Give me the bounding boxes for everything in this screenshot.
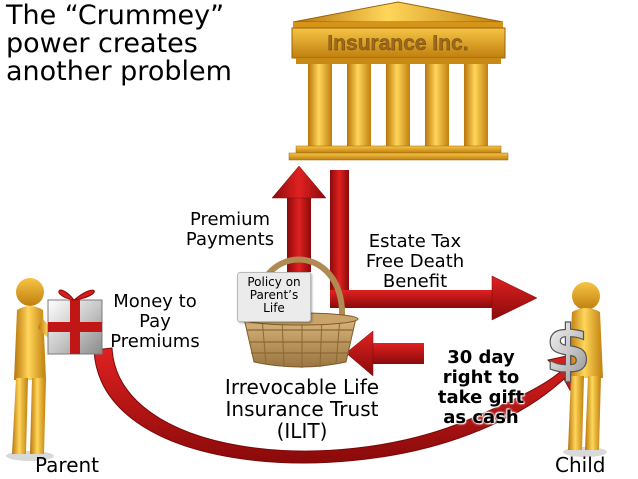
money-to-pay-label: Money to Pay Premiums — [110, 291, 200, 352]
gift-box-icon — [47, 289, 103, 355]
svg-text:$: $ — [545, 311, 591, 388]
parent-figure — [6, 278, 60, 461]
death-benefit-arrow — [330, 170, 538, 321]
premium-payments-label: Premium Payments — [185, 209, 275, 250]
child-label: Child — [555, 453, 606, 477]
title-line-2: power creates — [6, 28, 198, 59]
policy-card: Policy on Parent’s Life — [237, 272, 311, 322]
premium-payments-arrow — [271, 165, 327, 272]
gift-flow-arrow — [93, 347, 586, 464]
estate-benefit-label: Estate Tax Free Death Benefit — [365, 231, 465, 292]
child-figure — [563, 282, 607, 457]
bank-building-icon — [288, 1, 509, 161]
title-line-1: The “Crummey” — [6, 0, 225, 31]
parent-label: Parent — [35, 453, 100, 477]
slide-title: The “Crummey” power creates another prob… — [6, 2, 232, 86]
trust-label: Irrevocable Life Insurance Trust (ILIT) — [224, 375, 380, 443]
gift-to-trust-arrow — [345, 330, 424, 377]
title-line-3: another problem — [6, 56, 232, 87]
basket-icon — [241, 256, 359, 368]
dollar-sign-icon: $ — [544, 310, 591, 388]
insurer-name: Insurance Inc. — [327, 32, 468, 55]
crummey-right-label: 30 day right to take gift as cash — [437, 347, 525, 428]
